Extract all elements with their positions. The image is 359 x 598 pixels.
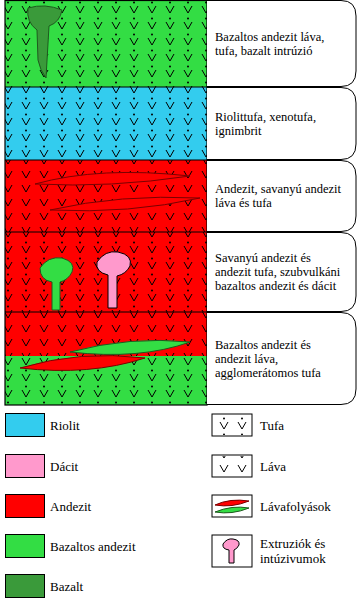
layer-label: Bazaltos andezit és andezit láva, agglom… [207, 312, 357, 405]
legend-label: Lávafolyások [260, 499, 355, 514]
layer-label: Andezit, savanyú andezit láva és tufa [207, 160, 357, 232]
legend-swatch [5, 574, 45, 598]
layer-description: Andezit, savanyú andezit láva és tufa [207, 182, 343, 210]
legend-label: Riolit [50, 418, 200, 433]
legend-label: Andezit [50, 499, 200, 514]
legend-label: Bazaltos andezit [50, 539, 200, 554]
legend-label: Láva [260, 459, 355, 474]
legend-label: Extruziók és intúzivumok [260, 536, 355, 566]
legend-label: Tufa [260, 418, 355, 433]
layer-description: Bazaltos andezit és andezit láva, agglom… [207, 338, 343, 380]
layer-description: Savanyú andezit és andezit tufa, szubvul… [207, 251, 343, 293]
legend-swatch [5, 494, 45, 518]
legend-swatch [5, 454, 45, 478]
layer-description: Riolittufa, xenotufa, ignimbrit [207, 110, 343, 138]
layer-label: Savanyú andezit és andezit tufa, szubvul… [207, 232, 357, 312]
legend-swatch [5, 413, 45, 437]
layer-label: Bazaltos andezit láva, tufa, bazalt intr… [207, 0, 357, 87]
legend-swatch [5, 534, 45, 558]
legend-label: Dácit [50, 459, 200, 474]
layer-label: Riolittufa, xenotufa, ignimbrit [207, 87, 357, 160]
legend-label: Bazalt [50, 579, 200, 594]
layer-description: Bazaltos andezit láva, tufa, bazalt intr… [207, 30, 343, 58]
